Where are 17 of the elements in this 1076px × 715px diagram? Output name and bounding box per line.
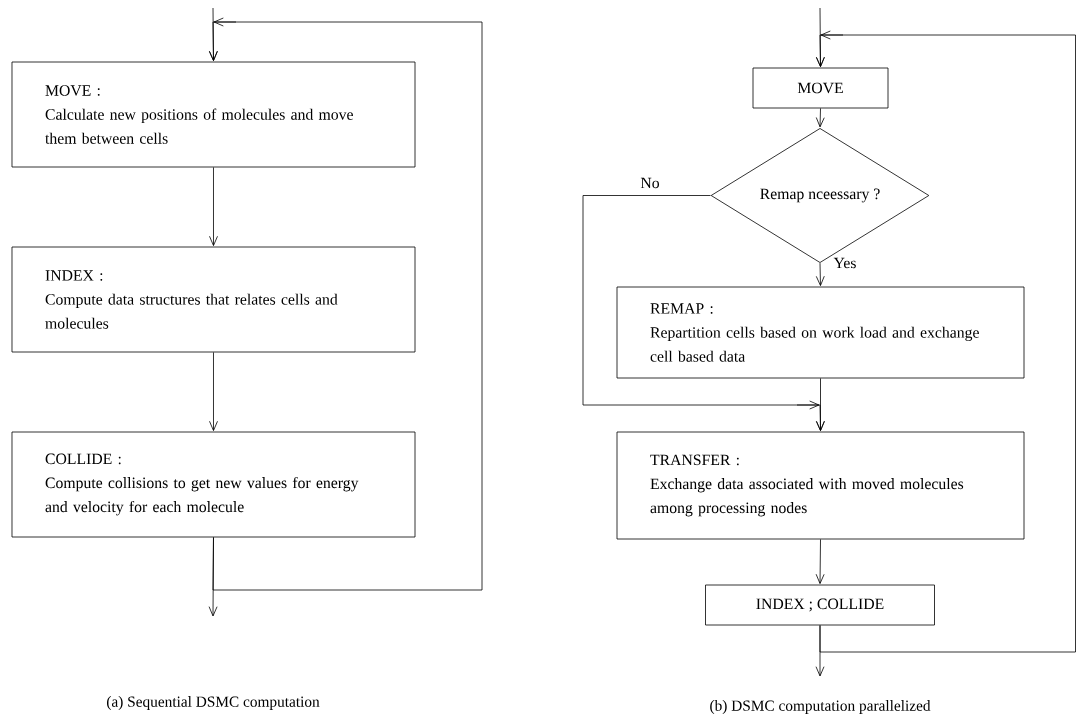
arrow [815, 262, 825, 286]
process-box: INDEX : Compute data structures that relates cells and molecules [11, 246, 416, 353]
process-box: TRANSFER : Exchange data associated with moved molecules among processing nodes [616, 431, 1025, 540]
process-box: REMAP : Repartition cells based on work load and exchange cell based data [616, 286, 1025, 379]
arrow [208, 17, 483, 591]
caption: (a) Sequential DSMC computation [107, 696, 320, 710]
arrow [815, 108, 825, 128]
process-box: INDEX ; COLLIDE [705, 584, 935, 626]
arrow [815, 539, 825, 584]
arrow [209, 167, 218, 246]
process-box: MOVE : Calculate new positions of molecules and move them between cells [11, 61, 416, 168]
caption: (b) DSMC computation parallelized [710, 700, 931, 714]
arrow [209, 352, 218, 431]
arrow [816, 378, 825, 431]
process-box: COLLIDE : Compute collisions to get new values for energy and velocity for each molecule [11, 431, 416, 538]
edge-label: No [639, 176, 661, 190]
process-box: MOVE [752, 67, 889, 109]
